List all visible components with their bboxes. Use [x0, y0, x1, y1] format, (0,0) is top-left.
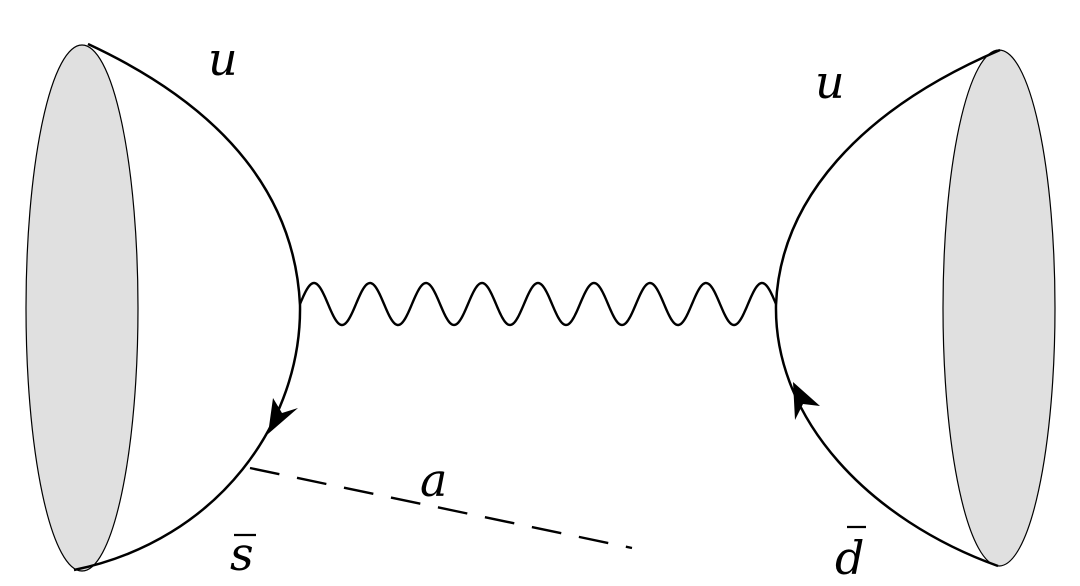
- axion-dashed-line: [249, 466, 633, 550]
- label-bottom-right-antiquark: d: [835, 531, 864, 585]
- left-hadron-blob: [25, 44, 139, 572]
- label-bottom-left-antiquark: s: [230, 527, 254, 581]
- right-quark-line: [774, 48, 1001, 568]
- right-quark-arrow: [793, 382, 820, 420]
- label-scalar: a: [420, 453, 447, 507]
- boson-wavy-line: [298, 281, 778, 327]
- label-top-left-quark: u: [208, 32, 238, 86]
- left-quark-arrow: [268, 398, 298, 434]
- left-quark-line: [73, 42, 302, 572]
- label-top-right-quark: u: [815, 55, 845, 109]
- right-hadron-blob: [942, 49, 1056, 567]
